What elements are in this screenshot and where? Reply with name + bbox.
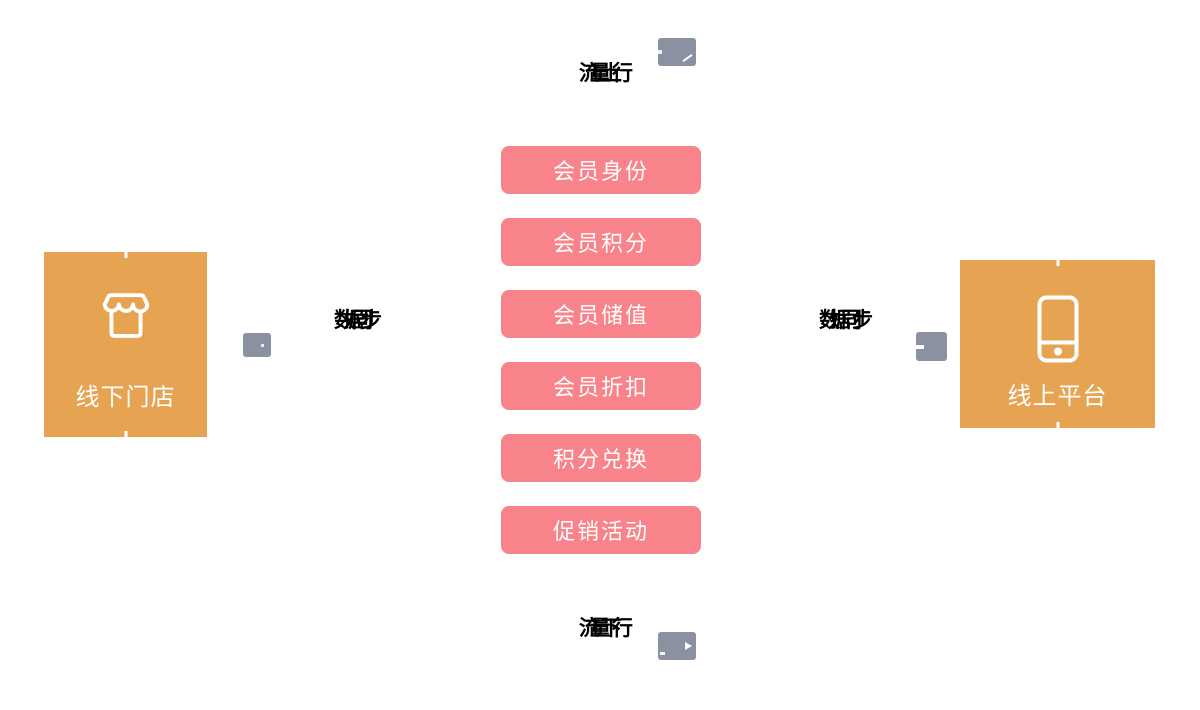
storefront-icon	[95, 288, 157, 346]
sync-right-label: 数据同步	[819, 309, 873, 332]
flow-down-label: 流量下行	[579, 617, 633, 640]
sync-left-label: 数据同步	[334, 309, 382, 332]
member-feature-list: 会员身份 会员积分 会员储值 会员折扣 积分兑换 促销活动	[501, 146, 701, 554]
online-platform-node: 线上平台	[960, 260, 1155, 428]
member-stored-value-item: 会员储值	[501, 290, 701, 338]
offline-store-node: 线下门店	[44, 252, 207, 437]
flow-up-label: 流量上行	[579, 62, 633, 85]
sync-arrow-icon-left	[243, 333, 271, 357]
sync-arrow-icon-right	[916, 332, 947, 361]
promotion-activity-item: 促销活动	[501, 506, 701, 554]
member-points-item: 会员积分	[501, 218, 701, 266]
member-identity-item: 会员身份	[501, 146, 701, 194]
online-platform-label: 线上平台	[1007, 383, 1108, 410]
curved-arrow-icon-top	[658, 38, 696, 66]
member-discount-item: 会员折扣	[501, 362, 701, 410]
curved-arrow-icon-bottom	[658, 632, 696, 660]
points-redemption-item: 积分兑换	[501, 434, 701, 482]
offline-store-label: 线下门店	[75, 384, 176, 411]
smartphone-icon	[1037, 295, 1079, 363]
